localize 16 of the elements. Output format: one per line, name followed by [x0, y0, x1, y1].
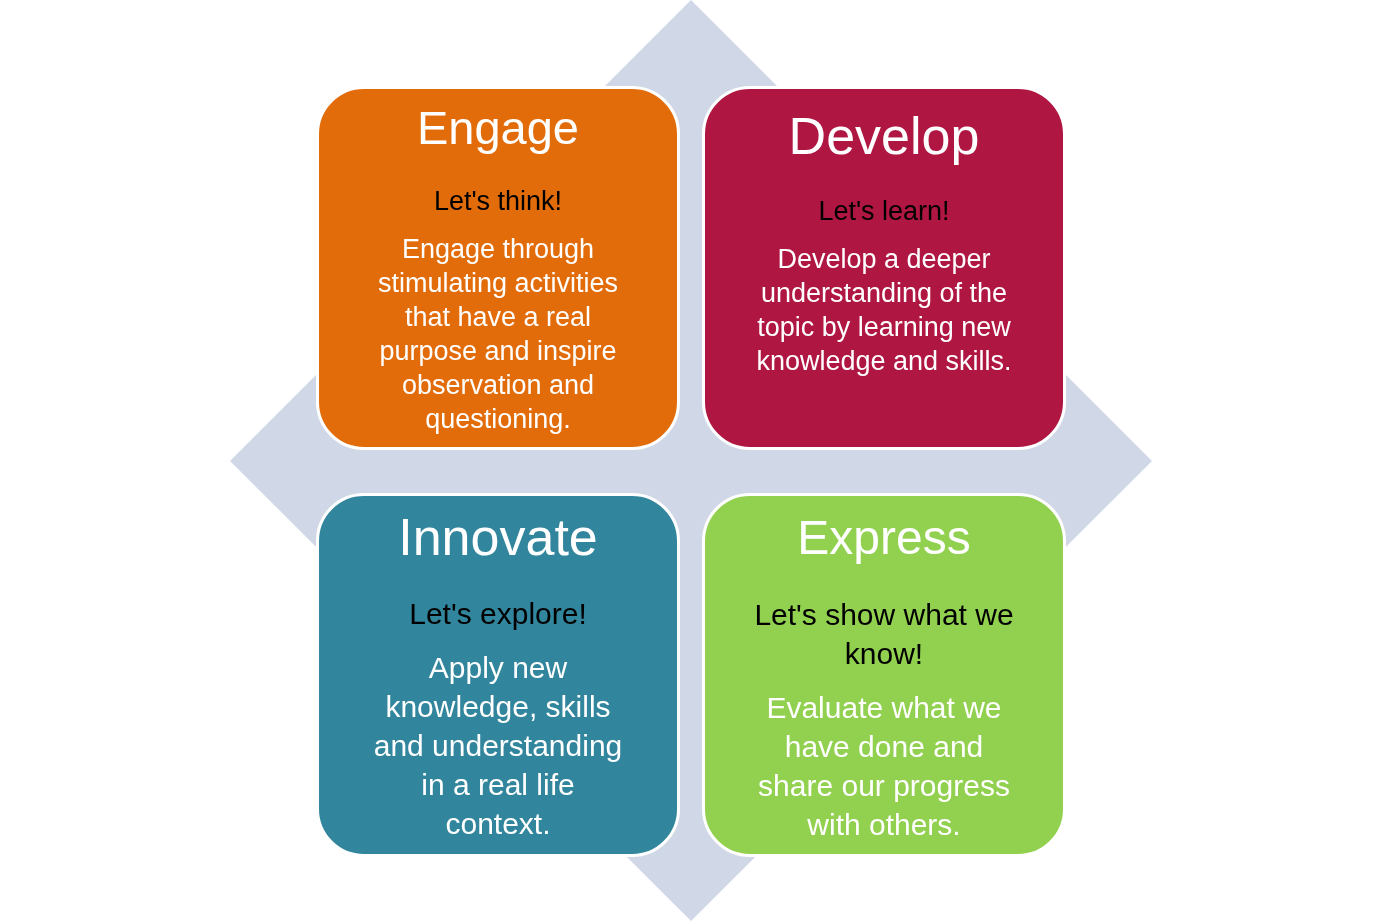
stage-card: [316, 493, 680, 857]
card-description: Develop a deeper understanding of the topic by learning new knowledge and skills.: [755, 243, 1013, 379]
card-description: Apply new knowledge, skills and understanding in a real life context.: [372, 650, 624, 843]
card-heading: Engage: [416, 102, 579, 154]
card-tagline: Let's explore!: [409, 596, 587, 633]
stage-card: [316, 86, 680, 450]
stage-card: [702, 493, 1066, 857]
card-tagline: Let's think!: [433, 184, 563, 218]
card-tagline: Let's learn!: [818, 195, 950, 229]
card-description: Engage through stimulating activities that have a real purpose and inspire observation and questioning.: [376, 232, 620, 436]
card-heading: Innovate: [398, 509, 598, 567]
card-heading: Express: [797, 512, 971, 565]
stage-card: [702, 86, 1066, 450]
card-description: Evaluate what we have done and share our progress with others.: [757, 689, 1011, 843]
card-heading: Develop: [788, 108, 980, 166]
card-tagline: Let's show what we know!: [753, 596, 1015, 672]
